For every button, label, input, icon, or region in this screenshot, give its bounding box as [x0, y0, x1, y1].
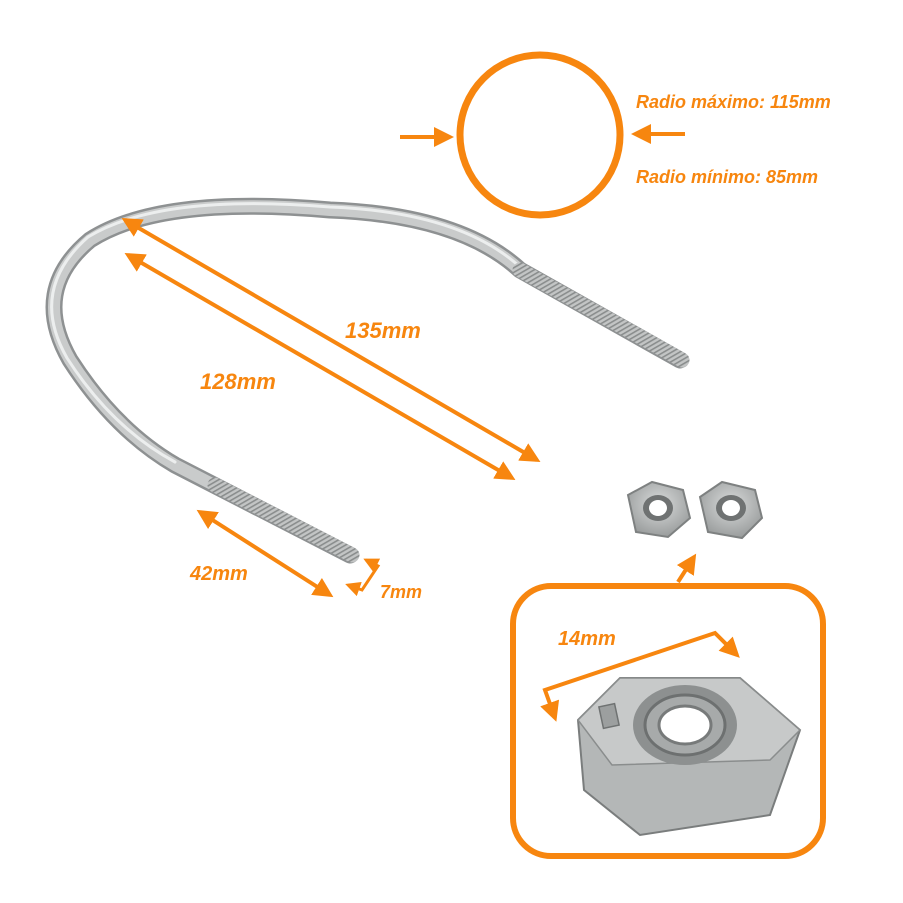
length-inner-label: 128mm	[200, 369, 276, 394]
radius-min-label: Radio mínimo: 85mm	[636, 167, 818, 187]
nut-width-label: 14mm	[558, 628, 616, 650]
nut-width-arrow	[540, 630, 740, 722]
nut-small-left	[626, 480, 692, 539]
diameter-label: 7mm	[380, 582, 422, 602]
u-bolt-highlight	[50, 202, 522, 464]
hex-nut-closeup-image	[576, 677, 802, 837]
nut-small-right	[698, 480, 764, 540]
radius-circle	[456, 51, 624, 219]
length-arrow-outer	[121, 217, 541, 463]
diameter-arrow	[345, 558, 381, 597]
detail-pointer-arrow	[676, 553, 697, 584]
u-bolt-rod	[48, 200, 686, 561]
thread-length-label: 42mm	[189, 563, 248, 585]
u-bolt-image	[45, 197, 690, 564]
length-arrow-inner	[124, 252, 516, 481]
thread-length-arrow	[196, 509, 334, 598]
u-bolt-rod-shadow	[45, 197, 689, 564]
radius-indicator: Radio máximo: 115mm Radio mínimo: 85mm	[400, 51, 831, 219]
length-outer-label: 135mm	[345, 318, 421, 343]
u-bolt-thread-bottom	[207, 477, 360, 563]
u-bolt-thread-top	[512, 262, 690, 368]
radius-max-label: Radio máximo: 115mm	[636, 92, 831, 112]
